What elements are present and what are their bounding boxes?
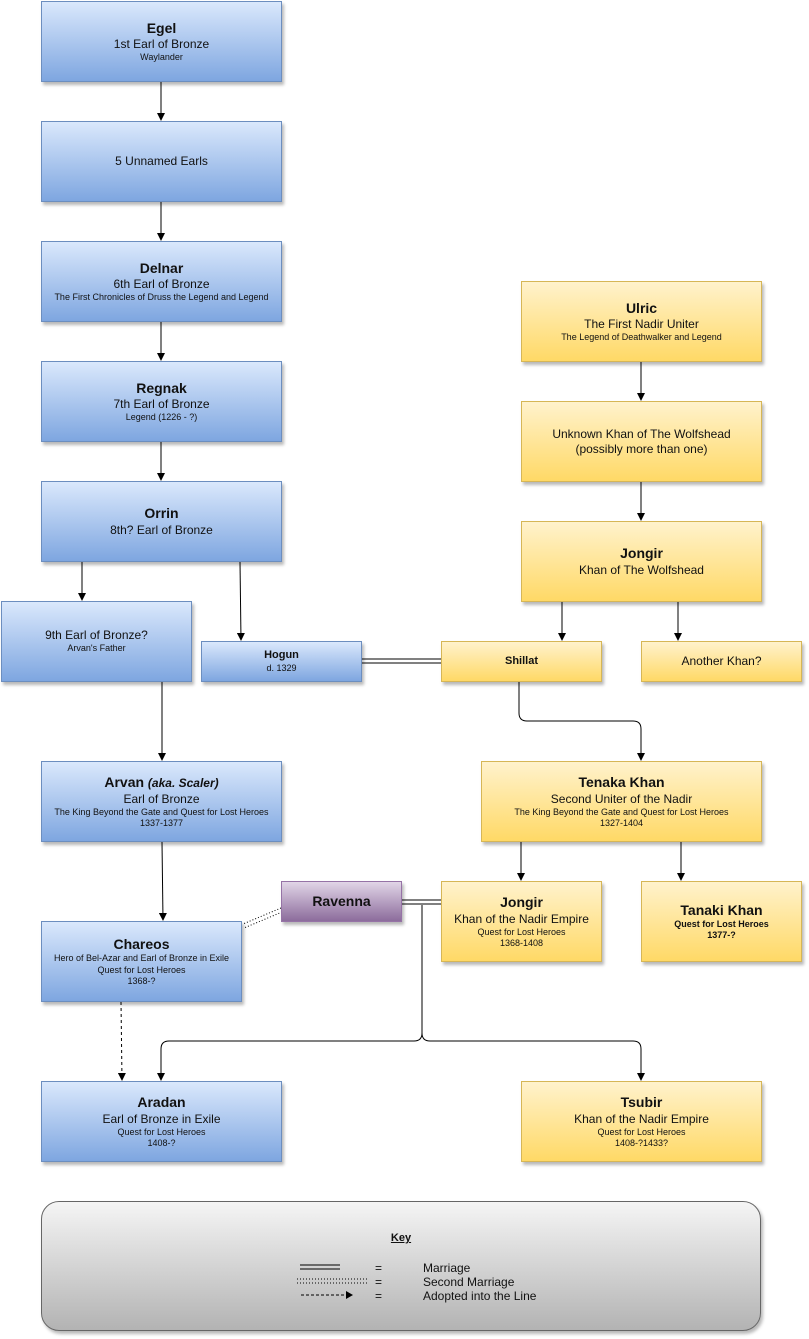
chareos-source: Quest for Lost Heroes <box>97 964 186 975</box>
ravenna-name: Ravenna <box>312 892 371 909</box>
ninth-earl-text: 9th Earl of Bronze? <box>45 628 148 643</box>
node-chareos: Chareos Hero of Bel-Azar and Earl of Bro… <box>41 921 242 1002</box>
link-marriage-aradan <box>157 905 423 1081</box>
jongir-nadir-name: Jongir <box>500 894 543 910</box>
ulric-title: The First Nadir Uniter <box>584 317 699 332</box>
unknown-khan-line2: (possibly more than one) <box>575 441 708 456</box>
second-marriage-ravenna-chareos-b <box>243 911 283 929</box>
tsubir-name: Tsubir <box>620 1094 663 1110</box>
adopted-arrow-swatch-icon <box>301 1291 353 1299</box>
aradan-source: Quest for Lost Heroes <box>117 1126 206 1137</box>
aradan-name: Aradan <box>137 1094 186 1110</box>
egel-title: 1st Earl of Bronze <box>113 37 210 52</box>
unknown-khan-line1: Unknown Khan of The Wolfshead <box>552 426 731 441</box>
second-marriage-ravenna-chareos-a <box>242 907 282 925</box>
link-chareos-aradan-adopted <box>117 1001 126 1081</box>
jongir-wolfshead-name: Jongir <box>620 545 663 562</box>
egel-source: Waylander <box>140 52 183 63</box>
node-unnamed-earls: 5 Unnamed Earls <box>41 121 282 202</box>
hogun-dates: d. 1329 <box>266 662 297 673</box>
jongir-nadir-source: Quest for Lost Heroes <box>477 926 566 937</box>
tenaka-title: Second Uniter of the Nadir <box>550 791 693 806</box>
chareos-name: Chareos <box>113 935 170 952</box>
ninth-earl-source: Arvan's Father <box>67 643 126 654</box>
arvan-dates: 1337-1377 <box>139 817 184 828</box>
node-tenaka-khan: Tenaka Khan Second Uniter of the Nadir T… <box>481 761 762 842</box>
tenaka-dates: 1327-1404 <box>599 817 644 828</box>
node-another-khan: Another Khan? <box>641 641 802 682</box>
egel-name: Egel <box>146 19 177 36</box>
legend-title: Key <box>390 1232 412 1244</box>
shillat-name: Shillat <box>504 654 538 667</box>
jongir-wolfshead-title: Khan of The Wolfshead <box>579 562 704 577</box>
delnar-title: 6th Earl of Bronze <box>113 277 210 292</box>
link-arvan-chareos <box>158 841 167 921</box>
tenaka-name: Tenaka Khan <box>578 774 665 790</box>
tsubir-source: Quest for Lost Heroes <box>597 1126 686 1137</box>
link-marriage-tsubir <box>421 1032 645 1081</box>
arvan-heading: Arvan (aka. Scaler) <box>104 774 218 792</box>
tsubir-title: Khan of the Nadir Empire <box>574 1111 709 1126</box>
link-shillat-tenaka <box>518 682 645 761</box>
tanaki-dates: 1377-? <box>707 930 736 941</box>
node-jongir-nadir: Jongir Khan of the Nadir Empire Quest fo… <box>441 881 602 962</box>
jongir-nadir-title: Khan of the Nadir Empire <box>454 911 589 926</box>
ulric-name: Ulric <box>625 299 658 316</box>
second-marriage-swatch-icon <box>297 1278 369 1284</box>
node-tanaki-khan: Tanaki Khan Quest for Lost Heroes 1377-? <box>641 881 802 962</box>
regnak-name: Regnak <box>136 379 187 396</box>
legend-eq-second-marriage: = <box>375 1275 383 1289</box>
tsubir-dates: 1408-?1433? <box>614 1137 669 1148</box>
node-aradan: Aradan Earl of Bronze in Exile Quest for… <box>41 1081 282 1162</box>
aradan-title: Earl of Bronze in Exile <box>102 1111 221 1126</box>
orrin-name: Orrin <box>144 505 179 522</box>
jongir-nadir-dates: 1368-1408 <box>499 937 544 948</box>
unnamed-earls-text: 5 Unnamed Earls <box>115 154 208 168</box>
legend-eq-adopted: = <box>375 1289 383 1303</box>
regnak-source: Legend (1226 - ?) <box>125 412 198 423</box>
node-arvan: Arvan (aka. Scaler) Earl of Bronze The K… <box>41 761 282 842</box>
ulric-source: The Legend of Deathwalker and Legend <box>561 332 722 343</box>
node-hogun: Hogun d. 1329 <box>201 641 362 682</box>
node-regnak: Regnak 7th Earl of Bronze Legend (1226 -… <box>41 361 282 442</box>
node-tsubir: Tsubir Khan of the Nadir Empire Quest fo… <box>521 1081 762 1162</box>
node-unknown-khan: Unknown Khan of The Wolfshead (possibly … <box>521 401 762 482</box>
legend-label-adopted: Adopted into the Line <box>423 1289 537 1303</box>
chareos-title: Hero of Bel-Azar and Earl of Bronze in E… <box>53 953 230 964</box>
node-ninth-earl: 9th Earl of Bronze? Arvan's Father <box>1 601 192 682</box>
delnar-source: The First Chronicles of Druss the Legend… <box>54 292 269 303</box>
legend-key: Key = Marriage = Second Marriage = Adopt… <box>41 1201 761 1331</box>
tanaki-source: Quest for Lost Heroes <box>674 919 769 929</box>
chareos-dates: 1368-? <box>127 975 156 986</box>
marriage-swatch-icon <box>300 1264 340 1270</box>
tanaki-name: Tanaki Khan <box>680 901 763 918</box>
node-delnar: Delnar 6th Earl of Bronze The First Chro… <box>41 241 282 322</box>
node-egel: Egel 1st Earl of Bronze Waylander <box>41 1 282 82</box>
regnak-title: 7th Earl of Bronze <box>113 397 210 412</box>
arvan-title: Earl of Bronze <box>123 791 200 806</box>
aradan-dates: 1408-? <box>147 1137 176 1148</box>
node-ulric: Ulric The First Nadir Uniter The Legend … <box>521 281 762 362</box>
node-shillat: Shillat <box>441 641 602 682</box>
node-orrin: Orrin 8th? Earl of Bronze <box>41 481 282 562</box>
legend-label-second-marriage: Second Marriage <box>423 1275 515 1289</box>
delnar-name: Delnar <box>139 259 184 276</box>
node-ravenna: Ravenna <box>281 881 402 922</box>
arvan-aka: (aka. Scaler) <box>147 776 219 790</box>
legend-label-marriage: Marriage <box>423 1261 471 1275</box>
arvan-name: Arvan <box>104 774 145 790</box>
orrin-title: 8th? Earl of Bronze <box>110 522 213 537</box>
node-jongir-wolfshead: Jongir Khan of The Wolfshead <box>521 521 762 602</box>
hogun-name: Hogun <box>264 649 299 661</box>
arvan-source: The King Beyond the Gate and Quest for L… <box>54 806 269 817</box>
tenaka-source: The King Beyond the Gate and Quest for L… <box>514 806 729 817</box>
another-khan-text: Another Khan? <box>681 654 762 668</box>
legend-eq-marriage: = <box>375 1261 383 1275</box>
link-orrin-hogun <box>236 561 245 641</box>
